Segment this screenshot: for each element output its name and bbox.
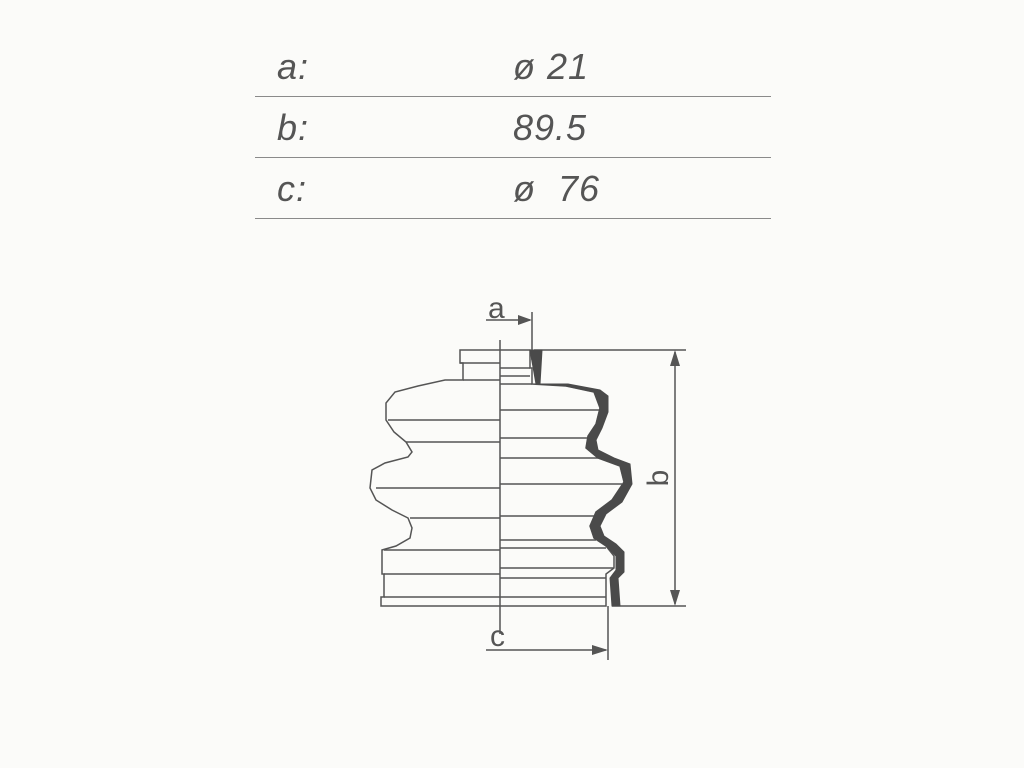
dimension-b-lines xyxy=(534,349,686,607)
row-label-b: b: xyxy=(277,107,310,148)
arrow-c-icon xyxy=(592,645,608,655)
row-label-a: a: xyxy=(277,46,310,87)
boot-section-ribs xyxy=(500,367,622,598)
arrow-b-bottom-icon xyxy=(670,590,680,606)
row-value-c: ø 76 xyxy=(513,168,601,209)
row-label-c: c: xyxy=(277,168,308,209)
table-row-a: a: ø 21 xyxy=(255,36,771,97)
dimension-c-lines xyxy=(486,606,609,660)
label-b: b xyxy=(642,470,675,487)
arrow-a-icon xyxy=(518,315,532,325)
table-row-b: b: 89.5 xyxy=(255,97,771,158)
row-value-b: 89.5 xyxy=(513,107,588,148)
boot-exterior-outline xyxy=(369,349,500,607)
label-a: a xyxy=(488,292,505,325)
table-row-c: c: ø 76 xyxy=(255,158,771,219)
boot-exterior-ribs xyxy=(376,362,500,598)
dimension-table: a: ø 21 b: 89.5 c: ø 76 xyxy=(255,36,771,219)
row-value-a: ø 21 xyxy=(513,46,590,87)
arrow-b-top-icon xyxy=(670,350,680,366)
boot-section-wall xyxy=(529,349,633,607)
label-c: c xyxy=(490,620,505,653)
